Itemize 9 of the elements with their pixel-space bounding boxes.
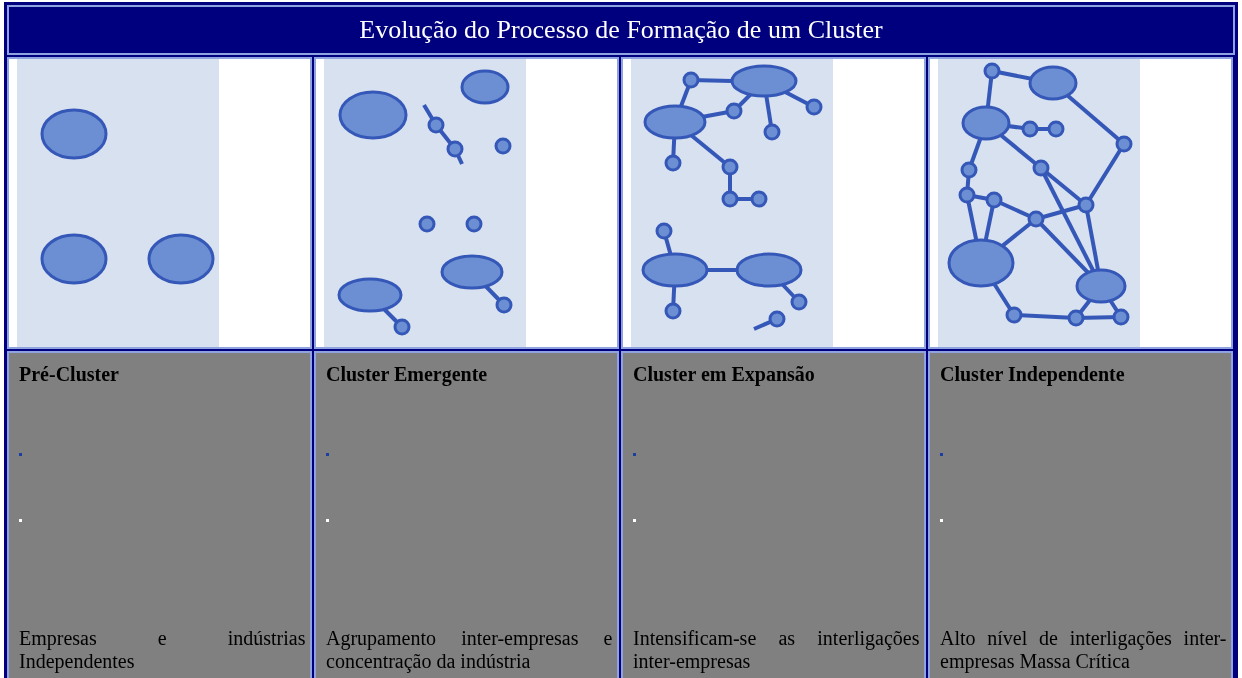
stage-heading: Cluster Independente bbox=[940, 363, 1125, 386]
stage-description: Empresas e indústrias Independentes bbox=[19, 627, 306, 673]
stage-description: Agrupamento inter-empresas e concentração da indústria bbox=[326, 627, 613, 673]
stage-heading: Cluster em Expansão bbox=[633, 363, 815, 386]
stage-description: Alto nível de interligações inter-empresas Massa Crítica bbox=[940, 627, 1227, 673]
stage-heading: Cluster Emergente bbox=[326, 363, 488, 386]
table-title: Evolução do Processo de Formação de um Cluster bbox=[7, 5, 1235, 55]
stage-heading: Pré-Cluster bbox=[19, 363, 119, 386]
stage-description: Intensificam-se as interligações inter-empresas bbox=[633, 627, 920, 673]
